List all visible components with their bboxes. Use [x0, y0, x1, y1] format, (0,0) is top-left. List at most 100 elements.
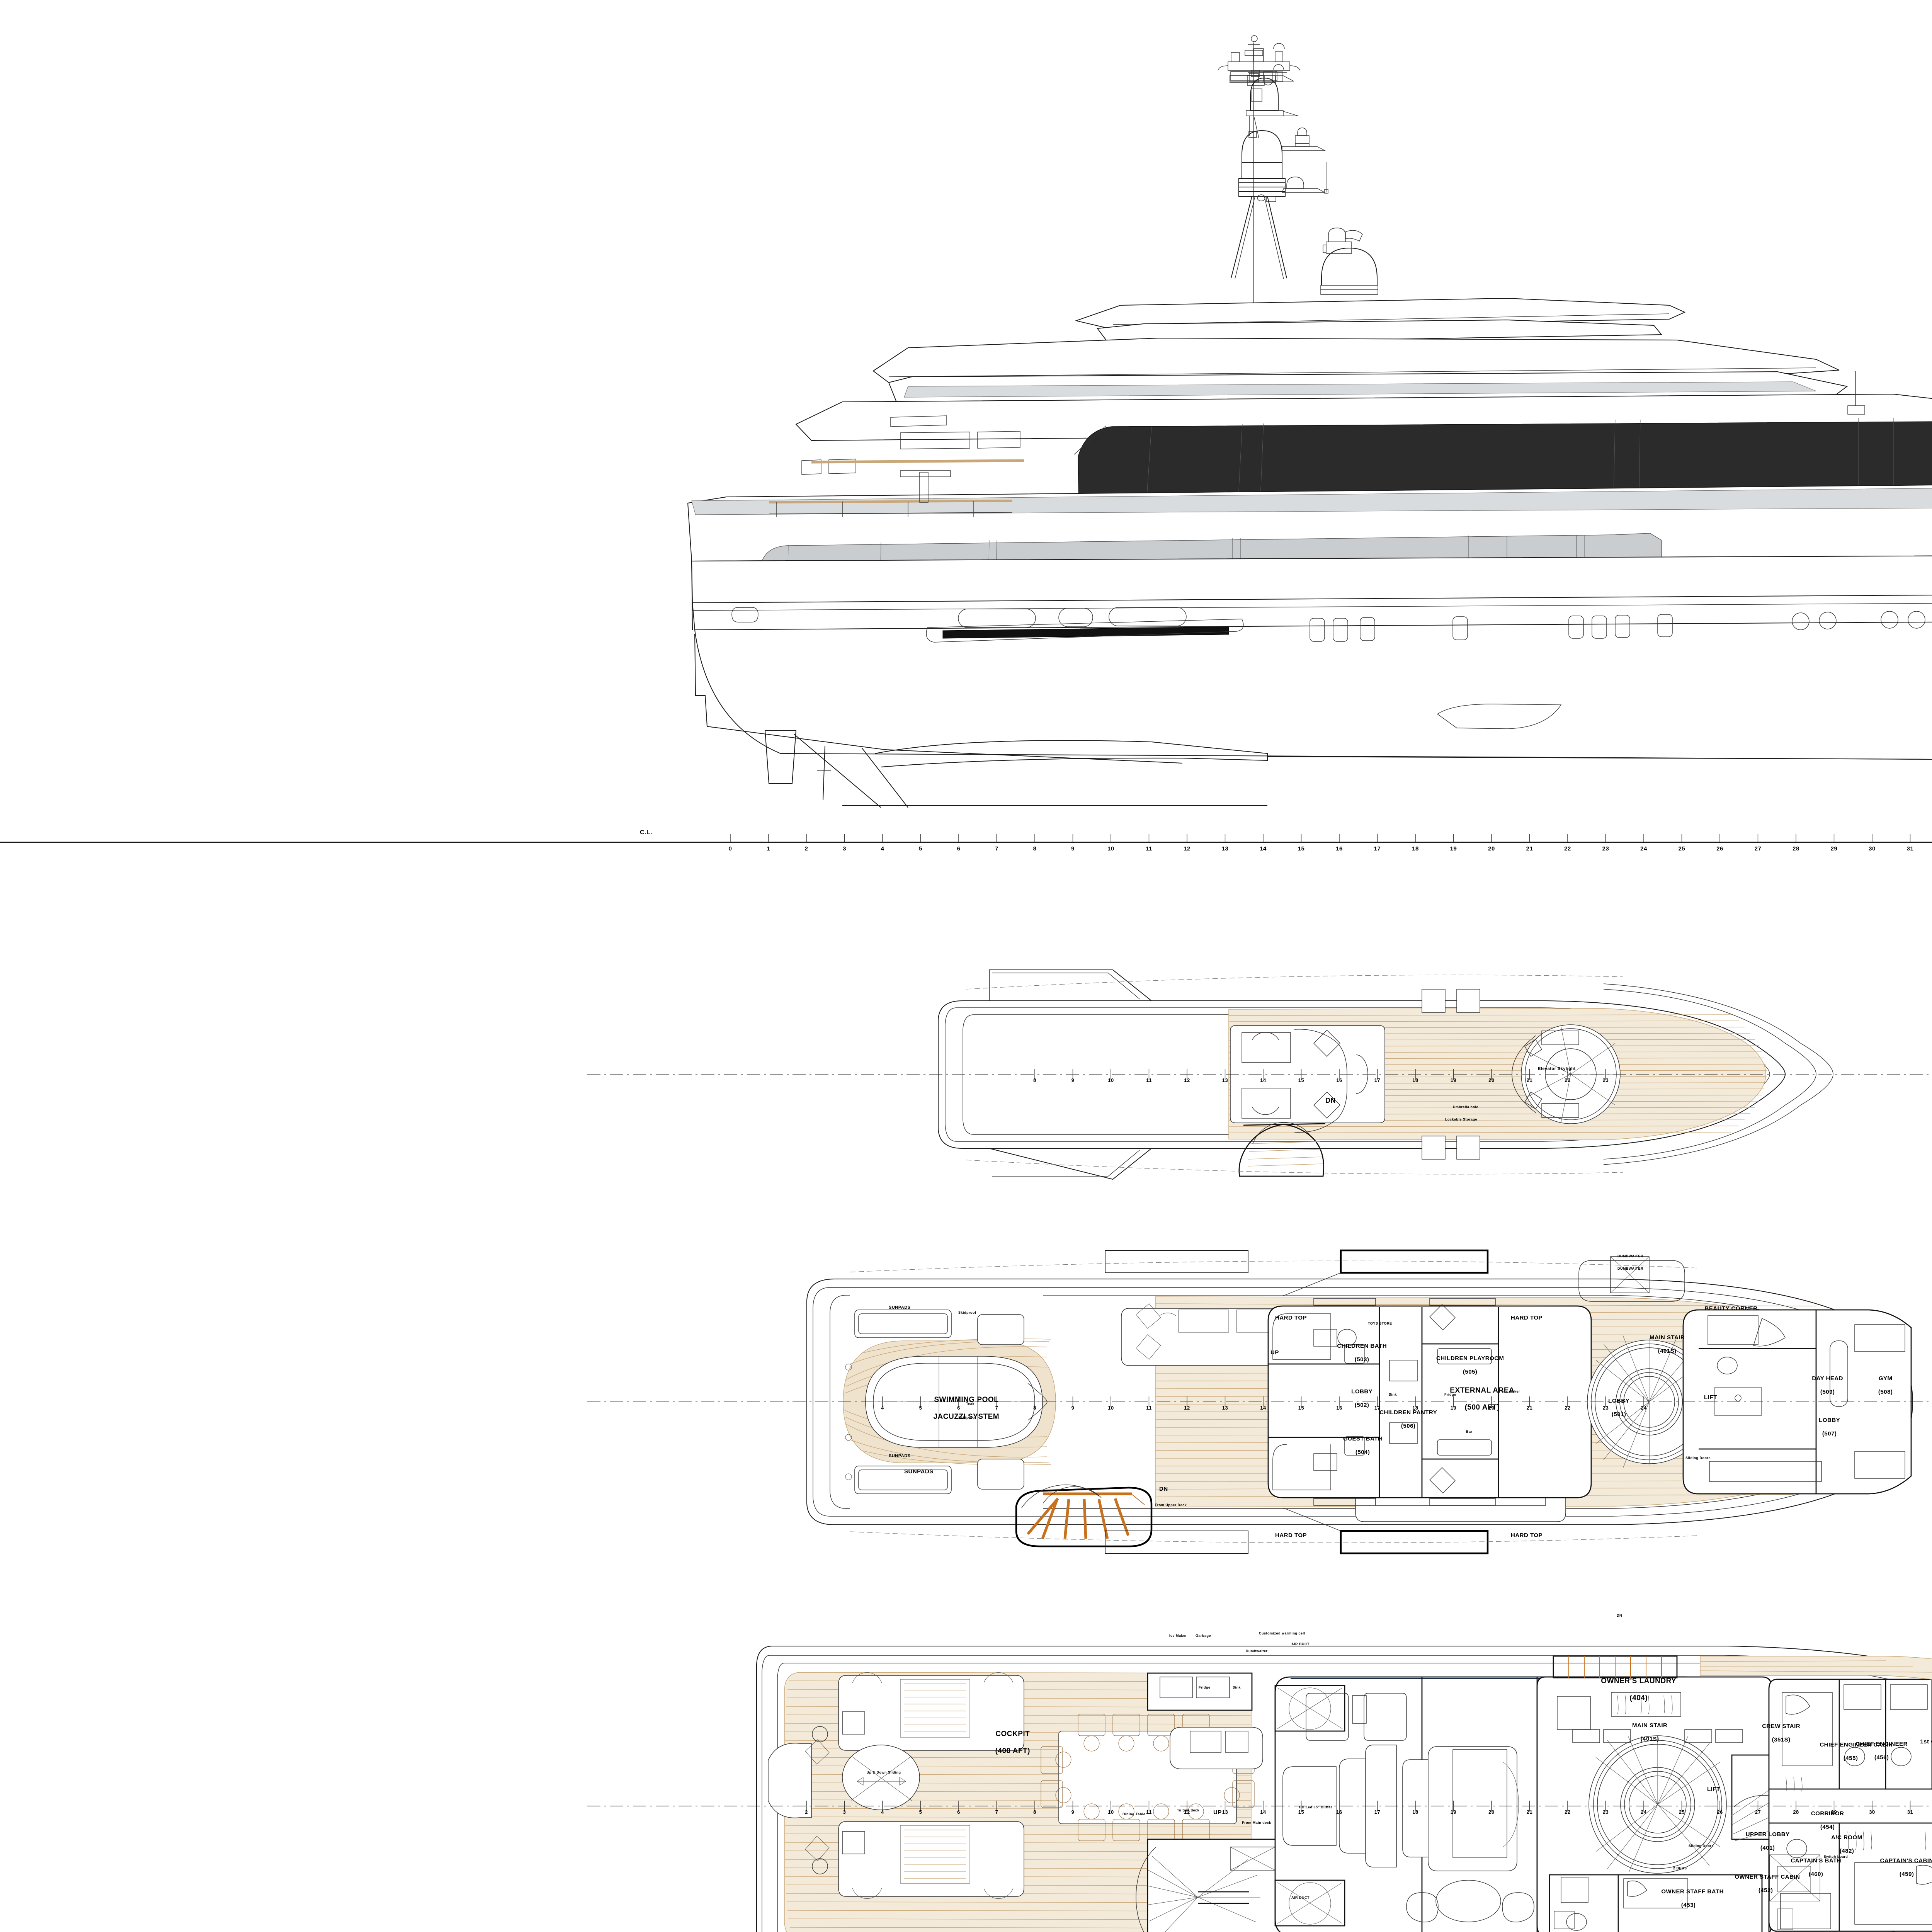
room-owner-staff-bath: OWNER STAFF BATH (453) [1661, 1888, 1724, 1908]
radar-dome-aft [1320, 228, 1378, 295]
ice-maker-label-upper: Ice Maker [1169, 1634, 1187, 1638]
frame-number: 1 [767, 845, 770, 852]
lift-label-sun: LIFT [1704, 1394, 1717, 1401]
upper-deck-aft-sofas [838, 1672, 1024, 1899]
frame-number: 12 [1184, 1405, 1190, 1411]
frame-number: 22 [1564, 845, 1571, 852]
frame-number: 14 [1260, 1405, 1266, 1411]
frame-scale [0, 834, 1932, 843]
frame-number: 24 [1640, 845, 1647, 852]
up-down-sliding-label: Up & Down Sliding [866, 1770, 901, 1774]
profile-view [687, 35, 1932, 808]
sunpads-label-3: SUNPADS [904, 1468, 934, 1475]
centerline-label: C.L. [640, 829, 653, 836]
frame-number: 9 [1071, 1405, 1075, 1411]
frame-number: 14 [1260, 1809, 1266, 1815]
frame-number: 17 [1374, 1405, 1381, 1411]
top-deck-dn-label: DN [1325, 1097, 1336, 1104]
top-deck-plan [587, 969, 1932, 1180]
room-lobby-507: LOBBY (507) [1819, 1417, 1840, 1437]
frame-number: 15 [1298, 1077, 1304, 1083]
buffet-label: HD Led 65" Buffet [1299, 1805, 1332, 1809]
superstructure-profile [795, 298, 1932, 441]
dumbwaiter-label-1: DUMBWAITER [1617, 1254, 1643, 1258]
frame-number: 6 [957, 1405, 960, 1411]
frame-number: 0 [728, 845, 732, 852]
frame-number: 5 [919, 845, 922, 852]
frame-number: 8 [1033, 1405, 1036, 1411]
upper-deck-dn-label-1: DN [1617, 1614, 1622, 1617]
room-sublabel: JACUZZI SYSTEM [933, 1412, 1000, 1421]
dumbwaiter-label-upper: Dumbwaiter [1246, 1649, 1268, 1653]
warming-cell-label: Customized warming cell [1259, 1631, 1305, 1635]
lift-label-upper: LIFT [1707, 1786, 1720, 1793]
room-chief-engineer-cabin: CHIEF ENGINEER CABIN (455) [1820, 1742, 1893, 1762]
frame-number: 5 [919, 1809, 922, 1815]
upper-deck-up-label: UP [1213, 1809, 1222, 1816]
room-guest-bath: GUEST BATH (504) [1343, 1435, 1383, 1456]
room-owner-staff-cabin: OWNER STAFF CABIN (452) [1735, 1874, 1800, 1894]
top-deck-lounge-seating [1230, 1025, 1385, 1133]
frame-number: 19 [1450, 1077, 1457, 1083]
frame-number: 25 [1679, 1809, 1685, 1815]
swimming-pool-area [843, 1291, 1056, 1513]
upper-deck-owner-staff [1549, 1874, 1763, 1932]
fridge-label-upper: Fridge [1199, 1685, 1211, 1689]
frame-number: 28 [1793, 845, 1799, 852]
sun-deck-hardtops [1105, 1249, 1489, 1554]
frame-number: 4 [881, 845, 884, 852]
hardtop-label-2: HARD TOP [1275, 1532, 1307, 1539]
frame-number: 20 [1488, 1077, 1495, 1083]
frame-number: 29 [1830, 845, 1838, 852]
switch-board-label: Switch board [1823, 1855, 1848, 1859]
frame-number: 15 [1298, 1809, 1304, 1815]
sun-deck-dumbwaiter [1578, 1256, 1685, 1302]
frame-number: 10 [1107, 845, 1114, 852]
sliding-doors-label-sun: Sliding Doors [1685, 1456, 1711, 1460]
frame-number: 8 [1033, 1809, 1036, 1815]
up-down-sliding-hatch [842, 1745, 920, 1810]
sun-deck-dn-label: DN [1159, 1486, 1168, 1492]
top-deck-hatches [1422, 989, 1480, 1160]
frame-number: 3 [843, 1809, 846, 1815]
upper-deck-stair-core-area [1536, 1676, 1784, 1932]
frame-number: 7 [995, 1405, 998, 1411]
two-beds-label: 2 BEDS [1673, 1866, 1687, 1870]
upper-deck-side-walkways [1553, 1655, 1932, 1680]
frame-number: 23 [1602, 845, 1609, 852]
frame-number: 30 [1869, 1809, 1875, 1815]
frame-number: 2 [805, 1809, 808, 1815]
sliding-doors-label-upper: Sliding Doors [1689, 1844, 1714, 1848]
frame-number: 5 [919, 1405, 922, 1411]
umbrella-hole-label: Umbrella hole [1453, 1105, 1479, 1109]
frame-number: 11 [1146, 1405, 1152, 1411]
frame-number: 17 [1374, 1809, 1381, 1815]
skidproof-label-2: Skidproof [958, 1416, 976, 1420]
room-chief-engineer: CHIEF ENGINEER (456) [1855, 1741, 1908, 1761]
sun-deck-deckhouse [1267, 1298, 1592, 1506]
from-main-deck-label: From Main deck [1242, 1821, 1271, 1825]
room-crew-stair: CREW STAIR (351S) [1762, 1723, 1801, 1743]
hardtop-label-4: HARD TOP [1511, 1532, 1543, 1539]
frame-number: 29 [1831, 1809, 1837, 1815]
frame-number: 11 [1146, 1809, 1152, 1815]
frame-number: 19 [1450, 845, 1457, 852]
room-lobby-501: LOBBY (501) [1608, 1398, 1630, 1418]
from-upper-deck-label: From Upper Deck [1155, 1503, 1187, 1507]
frame-number: 30 [1869, 845, 1876, 852]
room-main-stair-upper: MAIN STAIR (401S) [1632, 1722, 1668, 1742]
frame-number: 12 [1184, 1077, 1190, 1083]
mast-assembly [1218, 35, 1328, 348]
room-captains-cabin: CAPTAIN'S CABIN (459) [1880, 1857, 1932, 1878]
garbage-label: Garbage [1196, 1634, 1211, 1638]
frame-number: 16 [1336, 845, 1343, 852]
air-duct-label-1: AIR DUCT [1291, 1642, 1310, 1646]
sun-deck-aft-stair [1015, 1485, 1153, 1548]
frame-number: 22 [1565, 1405, 1571, 1411]
frame-number: 10 [1108, 1809, 1114, 1815]
sink-label-upper: Sink [1233, 1685, 1241, 1689]
to-sun-deck-label: To Sun deck [1177, 1808, 1200, 1812]
frame-number: 14 [1260, 1077, 1266, 1083]
ice-maker-label: Ice maker [1502, 1389, 1520, 1393]
